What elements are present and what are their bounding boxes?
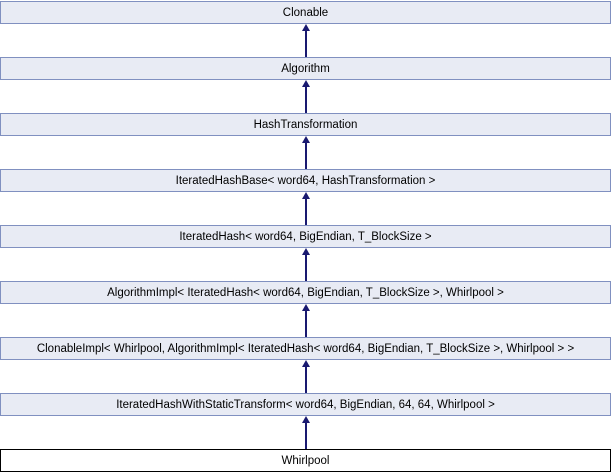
class-node-label: IteratedHashWithStaticTransform< word64,… — [116, 398, 495, 411]
arrow-line — [305, 311, 307, 337]
class-node[interactable]: Clonable — [0, 1, 611, 24]
inheritance-arrow — [300, 192, 312, 225]
class-node-label: HashTransformation — [253, 118, 358, 131]
arrow-line — [305, 199, 307, 225]
arrow-line — [305, 31, 307, 57]
class-node-label: Algorithm — [281, 62, 330, 75]
arrow-line — [305, 367, 307, 393]
arrow-line — [305, 423, 307, 449]
class-node[interactable]: IteratedHash< word64, BigEndian, T_Block… — [0, 225, 611, 248]
inheritance-arrow — [300, 416, 312, 449]
inheritance-arrow — [300, 304, 312, 337]
arrow-up-icon — [302, 304, 310, 311]
class-node[interactable]: IteratedHashBase< word64, HashTransforma… — [0, 169, 611, 192]
inheritance-arrow — [300, 360, 312, 393]
class-node-label: ClonableImpl< Whirlpool, AlgorithmImpl< … — [36, 342, 575, 355]
class-node[interactable]: ClonableImpl< Whirlpool, AlgorithmImpl< … — [0, 337, 611, 360]
arrow-up-icon — [302, 80, 310, 87]
arrow-line — [305, 87, 307, 113]
inheritance-arrow — [300, 136, 312, 169]
class-node-label: IteratedHashBase< word64, HashTransforma… — [175, 174, 436, 187]
class-node[interactable]: Algorithm — [0, 57, 611, 80]
class-node-label: Clonable — [282, 6, 329, 19]
arrow-up-icon — [302, 24, 310, 31]
arrow-up-icon — [302, 136, 310, 143]
class-node[interactable]: IteratedHashWithStaticTransform< word64,… — [0, 393, 611, 416]
arrow-line — [305, 255, 307, 281]
arrow-up-icon — [302, 192, 310, 199]
arrow-up-icon — [302, 360, 310, 367]
arrow-line — [305, 143, 307, 169]
inheritance-arrow — [300, 248, 312, 281]
arrow-up-icon — [302, 416, 310, 423]
class-node[interactable]: AlgorithmImpl< IteratedHash< word64, Big… — [0, 281, 611, 304]
class-node[interactable]: HashTransformation — [0, 113, 611, 136]
class-node-label: AlgorithmImpl< IteratedHash< word64, Big… — [107, 286, 504, 299]
class-node-current: Whirlpool — [0, 449, 611, 472]
class-node-label: IteratedHash< word64, BigEndian, T_Block… — [179, 230, 432, 243]
inheritance-arrow — [300, 80, 312, 113]
inheritance-arrow — [300, 24, 312, 57]
arrow-up-icon — [302, 248, 310, 255]
class-node-label: Whirlpool — [281, 454, 330, 467]
